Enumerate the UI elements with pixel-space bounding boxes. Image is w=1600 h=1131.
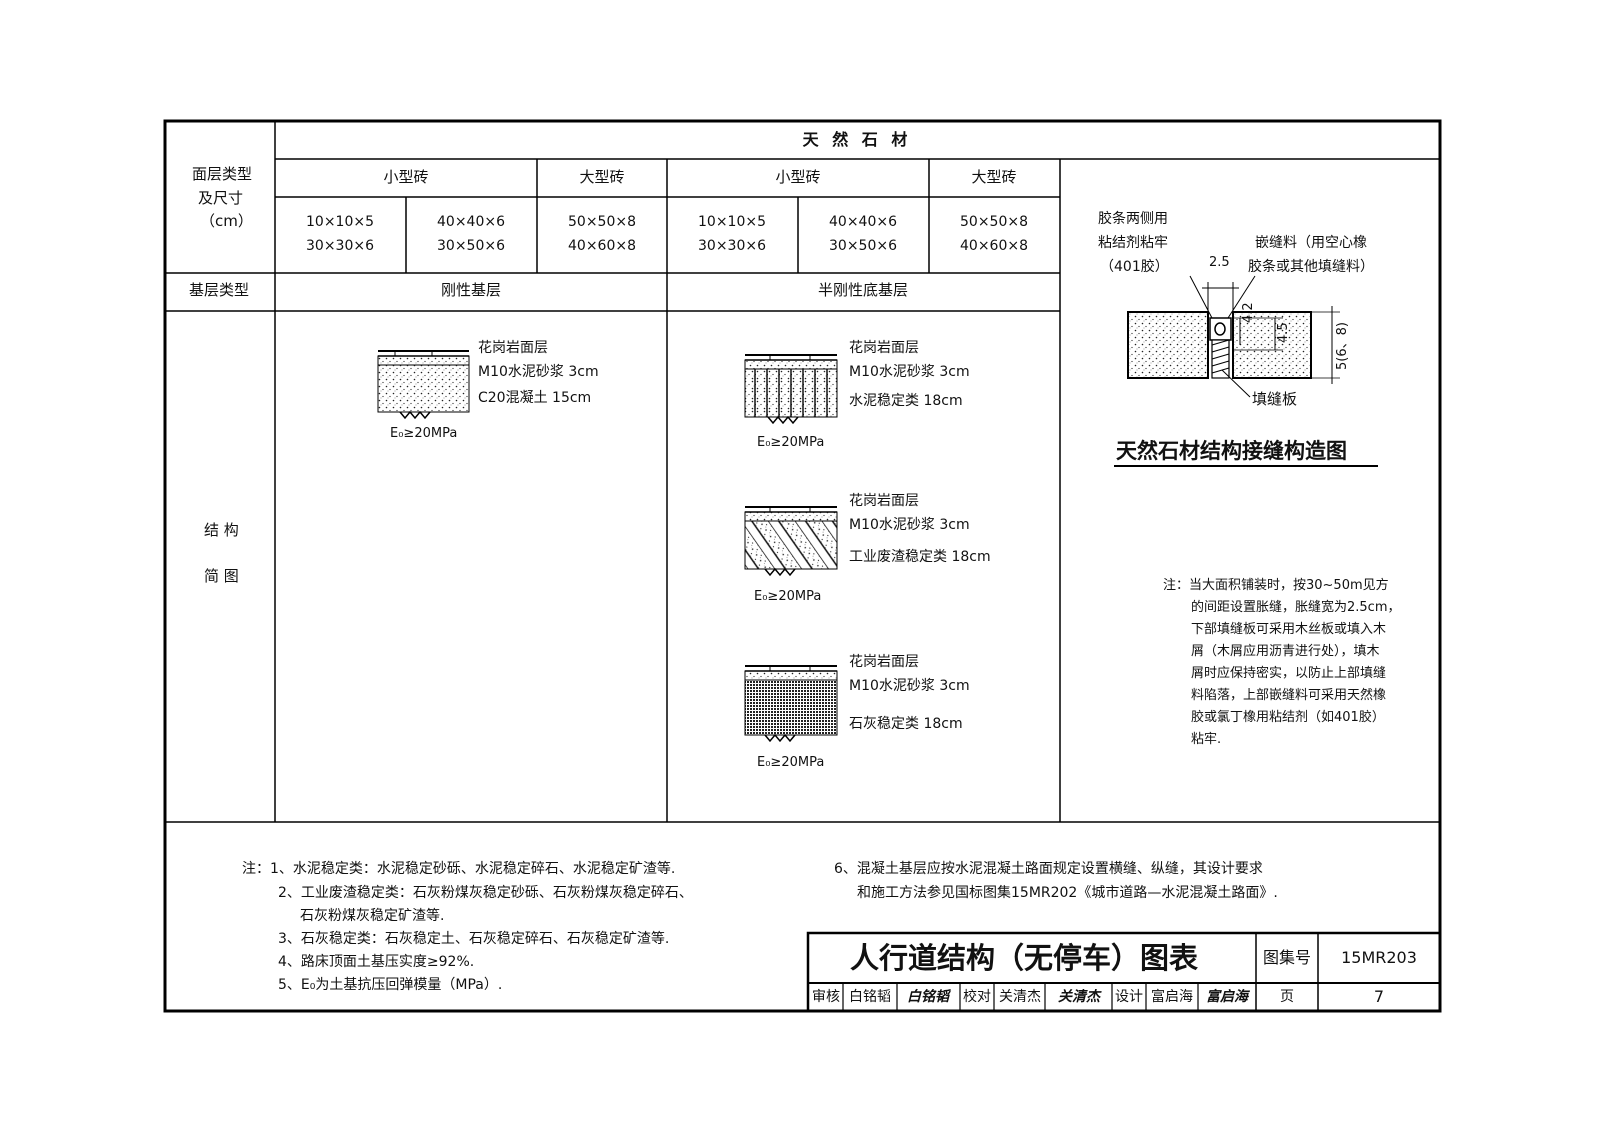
designer-name: 富启海 xyxy=(1151,989,1193,1005)
slag-e0: E₀≥20MPa xyxy=(754,589,822,604)
joint-detail xyxy=(1114,275,1378,467)
lime-layer-3: 石灰稳定类 18cm xyxy=(849,716,963,732)
joint-note-line: 的间距设置胀缝，胀缝宽为2.5cm， xyxy=(1191,600,1401,615)
lime-layer-1: 花岗岩面层 xyxy=(849,654,919,670)
cement-layer-3: 水泥稳定类 18cm xyxy=(849,393,963,409)
structure-label-1: 结 构 xyxy=(204,521,239,539)
note-line: 3、石灰稳定类：石灰稳定土、石灰稳定碎石、石灰稳定矿渣等. xyxy=(278,931,670,947)
rigid-base-label: 刚性基层 xyxy=(440,281,502,299)
section-slag xyxy=(744,506,838,577)
note-line: 注：1、水泥稳定类：水泥稳定砂砾、水泥稳定碎石、水泥稳定矿渣等. xyxy=(242,861,676,877)
checker-signature: 关清杰 xyxy=(1058,989,1100,1005)
rigid-layer-1: 花岗岩面层 xyxy=(478,340,548,356)
face-type-label-2: 及尺寸 xyxy=(198,189,244,207)
small-brick-right: 小型砖 xyxy=(775,168,821,186)
atlas-label: 图集号 xyxy=(1262,948,1312,967)
base-type-label: 基层类型 xyxy=(189,281,250,299)
size-cell: 40×60×8 xyxy=(568,238,636,254)
structure-label-2: 简 图 xyxy=(204,567,239,585)
joint-note-line: 胶或氯丁橡用粘结剂（如401胶） xyxy=(1191,710,1385,725)
lime-e0: E₀≥20MPa xyxy=(757,755,825,770)
joint-note-line: 粘牢. xyxy=(1191,732,1222,747)
lime-layer-2: M10水泥砂浆 3cm xyxy=(849,678,970,694)
size-cell: 10×10×5 xyxy=(306,214,374,230)
cement-layer-2: M10水泥砂浆 3cm xyxy=(849,364,970,380)
reviewer-signature: 白铭韬 xyxy=(907,989,949,1005)
note-line: 2、工业废渣稳定类：石灰粉煤灰稳定砂砾、石灰粉煤灰稳定碎石、 xyxy=(278,885,693,901)
joint-dim-a: 4.2 xyxy=(1241,302,1256,323)
joint-note-line: 料陷落，上部嵌缝料可采用天然橡 xyxy=(1191,688,1387,703)
face-type-label-1: 面层类型 xyxy=(192,165,253,183)
joint-note-line: 注：当大面积铺装时，按30~50m见方 xyxy=(1163,578,1389,593)
semi-rigid-base-label: 半刚性底基层 xyxy=(817,281,909,299)
section-cement xyxy=(744,354,838,425)
material-heading: 天 然 石 材 xyxy=(802,130,912,149)
size-cell: 30×30×6 xyxy=(306,238,374,254)
joint-label-left-3: （401胶） xyxy=(1100,259,1169,275)
designer-signature: 富启海 xyxy=(1206,989,1248,1005)
rigid-layer-2: M10水泥砂浆 3cm xyxy=(478,364,599,380)
design-label: 设计 xyxy=(1115,989,1143,1005)
note-line: 和施工方法参见国标图集15MR202《城市道路—水泥混凝土路面》. xyxy=(857,885,1278,901)
page-label: 页 xyxy=(1280,989,1294,1005)
joint-label-left-1: 胶条两侧用 xyxy=(1098,211,1168,227)
small-brick-left: 小型砖 xyxy=(383,168,429,186)
joint-dim-total: 5(6、8) xyxy=(1335,322,1350,370)
note-line: 5、E₀为土基抗压回弹模量（MPa）. xyxy=(278,977,503,993)
atlas-number: 15MR203 xyxy=(1341,948,1417,967)
joint-label-right-2: 胶条或其他填缝料） xyxy=(1248,259,1374,275)
section-lime xyxy=(744,665,838,743)
note-line: 4、路床顶面土基压实度≥92%. xyxy=(278,954,475,970)
check-label: 校对 xyxy=(963,989,991,1005)
cement-e0: E₀≥20MPa xyxy=(757,435,825,450)
size-cell: 50×50×8 xyxy=(960,214,1028,230)
joint-note-line: 屑（木屑应用沥青进行处），填木 xyxy=(1191,644,1380,659)
joint-label-right-1: 嵌缝料（用空心橡 xyxy=(1255,235,1367,251)
joint-label-left-2: 粘结剂粘牢 xyxy=(1098,235,1168,251)
joint-dim-width: 2.5 xyxy=(1209,255,1230,270)
size-cell: 50×50×8 xyxy=(568,214,636,230)
joint-note-line: 下部填缝板可采用木丝板或填入木 xyxy=(1191,622,1387,637)
size-cell: 30×50×6 xyxy=(829,238,897,254)
size-cell: 40×40×6 xyxy=(829,214,897,230)
reviewer-name: 白铭韬 xyxy=(849,989,891,1005)
section-rigid xyxy=(377,350,470,420)
joint-note-line: 屑时应保持密实，以防止上部填缝 xyxy=(1191,666,1387,681)
note-line: 石灰粉煤灰稳定矿渣等. xyxy=(300,908,445,924)
slag-layer-1: 花岗岩面层 xyxy=(849,493,919,509)
large-brick-left: 大型砖 xyxy=(579,168,625,186)
sheet-border xyxy=(163,119,1442,1013)
size-cell: 40×40×6 xyxy=(437,214,505,230)
slag-layer-3: 工业废渣稳定类 18cm xyxy=(849,549,991,565)
rigid-layer-3: C20混凝土 15cm xyxy=(478,390,592,406)
note-line: 6、混凝土基层应按水泥混凝土路面规定设置横缝、纵缝，其设计要求 xyxy=(834,861,1263,877)
drawing-title: 人行道结构（无停车）图表 xyxy=(850,941,1199,975)
slag-layer-2: M10水泥砂浆 3cm xyxy=(849,517,970,533)
size-cell: 10×10×5 xyxy=(698,214,766,230)
checker-name: 关清杰 xyxy=(999,989,1041,1005)
face-type-label-3: （cm） xyxy=(200,212,253,230)
page-number: 7 xyxy=(1373,987,1385,1006)
size-cell: 30×50×6 xyxy=(437,238,505,254)
filler-board-label: 填缝板 xyxy=(1252,390,1298,408)
size-cell: 30×30×6 xyxy=(698,238,766,254)
review-label: 审核 xyxy=(812,989,840,1005)
title-block xyxy=(806,931,1442,1013)
large-brick-right: 大型砖 xyxy=(971,168,1017,186)
cement-layer-1: 花岗岩面层 xyxy=(849,340,919,356)
joint-detail-title: 天然石材结构接缝构造图 xyxy=(1116,439,1347,463)
table-grid xyxy=(165,121,1440,823)
rigid-e0: E₀≥20MPa xyxy=(390,426,458,441)
size-cell: 40×60×8 xyxy=(960,238,1028,254)
joint-dim-b: 4.5 xyxy=(1276,322,1291,343)
